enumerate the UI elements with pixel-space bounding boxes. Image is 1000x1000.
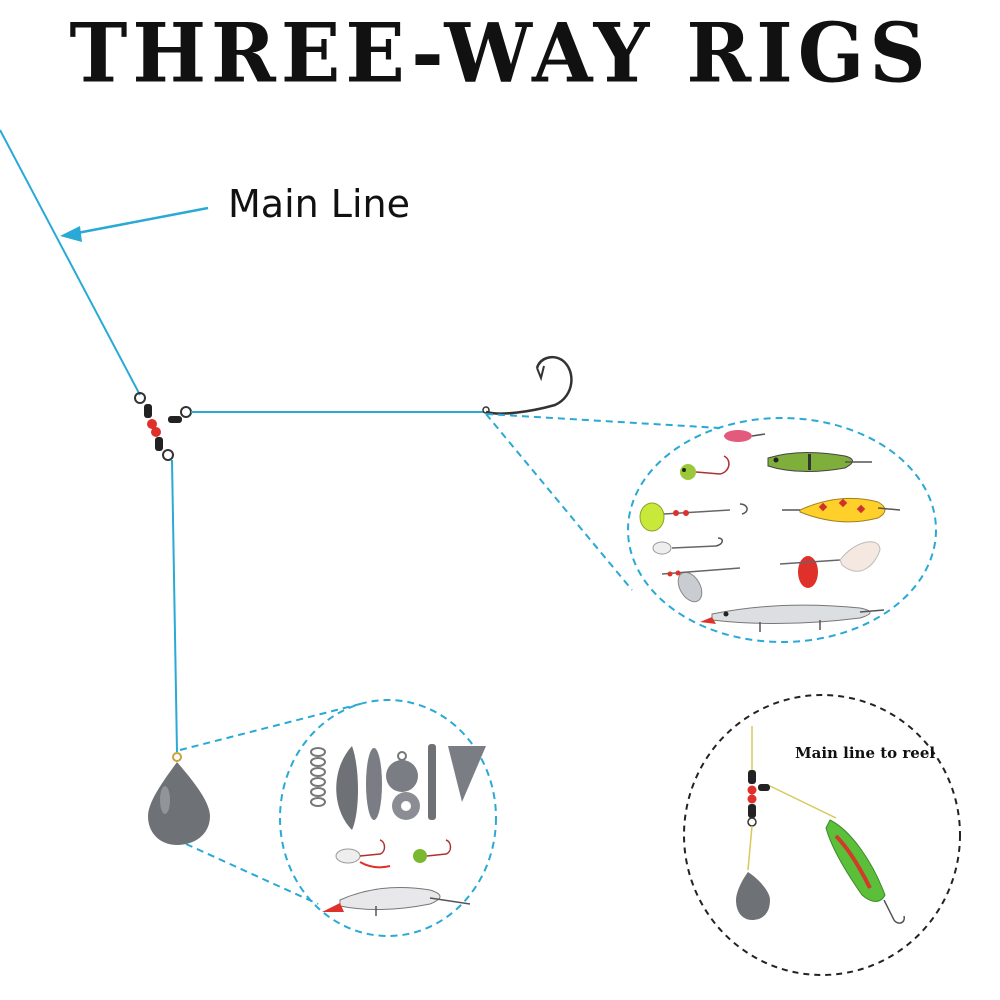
main-line-label: Main Line <box>228 182 410 226</box>
sinkers-zoom-circle <box>279 699 497 937</box>
sinker-assortment-icon <box>310 744 486 916</box>
main-line-to-reel-label: Main line to reel <box>795 744 936 762</box>
hook-icon <box>482 356 573 415</box>
teardrop-sinker-icon <box>148 752 210 845</box>
three-way-swivel-icon <box>134 392 192 461</box>
main-line <box>0 129 141 396</box>
lure-icon <box>639 430 901 632</box>
inset-rig-icon <box>736 726 905 924</box>
lures-zoom-circle <box>627 417 937 643</box>
page-title: THREE-WAY RIGS <box>69 5 931 102</box>
arrow-icon <box>60 206 209 242</box>
rig-inset-circle <box>683 694 961 976</box>
sinker-leader <box>171 459 178 753</box>
